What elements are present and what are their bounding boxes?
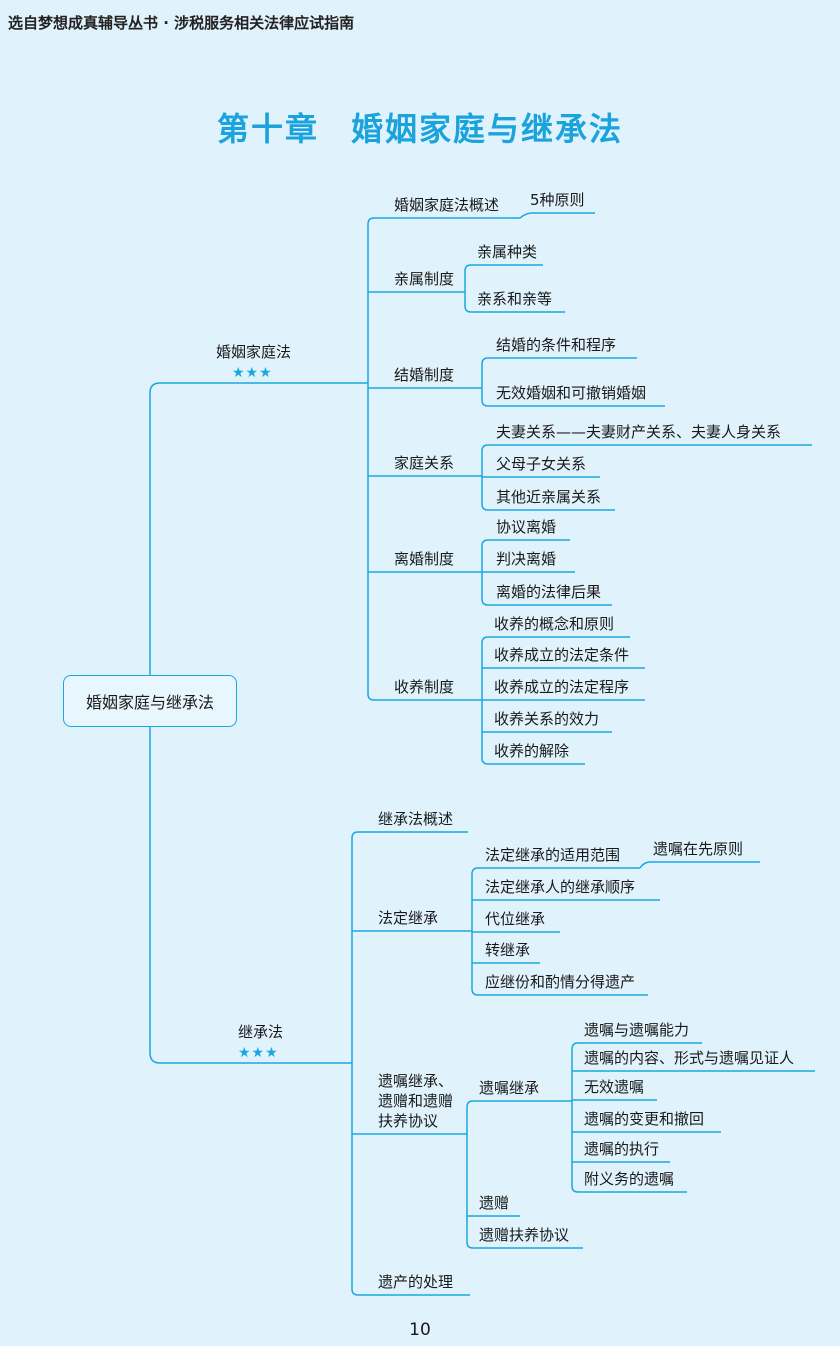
- connector-line: [351, 831, 468, 839]
- chapter-name: 婚姻家庭与继承法: [351, 110, 624, 148]
- connector-line: [571, 1185, 687, 1193]
- connector-line: [367, 217, 520, 225]
- mindmap-node: 收养成立的法定条件: [494, 646, 630, 664]
- connector-line: [481, 636, 630, 644]
- mindmap-node: 继承法概述: [378, 810, 454, 828]
- importance-stars: ★★★: [238, 1045, 279, 1061]
- mindmap-node: 夫妻关系——夫妻财产关系、夫妻人身关系: [496, 423, 782, 441]
- mindmap-node: 收养制度: [394, 678, 455, 696]
- mindmap-node: 遗嘱继承、: [378, 1072, 454, 1090]
- connector-line: [367, 693, 482, 701]
- mindmap-node: 应继份和酌情分得遗产: [485, 973, 636, 991]
- connector-line: [471, 988, 648, 996]
- root-node: 婚姻家庭与继承法: [63, 675, 237, 727]
- mindmap-node: 收养的解除: [494, 742, 570, 760]
- chapter-title: 第十章婚姻家庭与继承法: [0, 104, 840, 150]
- mindmap-node: 收养成立的法定程序: [494, 678, 630, 696]
- connector-line: [481, 539, 570, 547]
- mindmap-node: 结婚制度: [394, 366, 455, 384]
- connector-line: [149, 726, 352, 1064]
- branch-label: 继承法: [238, 1023, 284, 1041]
- mindmap-node: 家庭关系: [394, 454, 455, 472]
- mindmap-node: 附义务的遗嘱: [584, 1170, 675, 1188]
- connector-line: [464, 264, 543, 272]
- mindmap-node: 协议离婚: [496, 518, 557, 536]
- mindmap-node: 遗嘱继承: [479, 1079, 540, 1097]
- connector-line: [464, 305, 565, 313]
- mindmap-node: 遗嘱的变更和撤回: [584, 1110, 705, 1128]
- connector-line: [149, 382, 368, 675]
- connector-line: [481, 598, 612, 606]
- connector-line: [466, 1241, 583, 1249]
- mindmap-node: 转继承: [485, 941, 531, 959]
- connector-line: [639, 861, 760, 869]
- mindmap-node: 离婚制度: [394, 550, 455, 568]
- mindmap-node: 遗嘱与遗嘱能力: [584, 1021, 690, 1039]
- mindmap-node: 遗赠: [479, 1194, 510, 1212]
- connector-line: [471, 867, 640, 875]
- mindmap-node: 亲系和亲等: [477, 290, 553, 308]
- mindmap-node: 遗嘱的内容、形式与遗嘱见证人: [584, 1049, 795, 1067]
- mindmap-node: 法定继承的适用范围: [485, 846, 621, 864]
- mindmap-node: 判决离婚: [496, 550, 557, 568]
- mindmap-node: 收养关系的效力: [494, 710, 600, 728]
- connector-line: [481, 757, 585, 765]
- mindmap-node: 5种原则: [530, 191, 585, 209]
- connector-line: [481, 399, 665, 407]
- connector-line: [481, 444, 812, 452]
- mindmap-node: 遗赠和遗赠: [378, 1092, 454, 1110]
- connector-line: [466, 1100, 572, 1108]
- mindmap-node: 遗嘱的执行: [584, 1140, 660, 1158]
- mindmap-node: 收养的概念和原则: [494, 615, 615, 633]
- mindmap-node: 代位继承: [485, 910, 546, 928]
- mindmap-node: 婚姻家庭法概述: [394, 196, 500, 214]
- connector-line: [571, 1042, 702, 1050]
- mindmap-node: 扶养协议: [378, 1112, 439, 1130]
- importance-stars: ★★★: [232, 365, 273, 381]
- mindmap-node: 无效婚姻和可撤销婚姻: [496, 384, 647, 402]
- connector-line: [351, 1288, 470, 1296]
- connector-line: [481, 503, 615, 511]
- mindmap-node: 父母子女关系: [496, 455, 587, 473]
- chapter-number: 第十章: [216, 110, 319, 148]
- branch-label: 婚姻家庭法: [216, 343, 292, 361]
- book-header: 选自梦想成真辅导丛书 · 涉税服务相关法律应试指南: [8, 14, 355, 32]
- mindmap-node: 遗产的处理: [378, 1273, 454, 1291]
- mindmap-node: 遗赠扶养协议: [479, 1226, 570, 1244]
- page-number: 10: [409, 1320, 431, 1340]
- mindmap-node: 离婚的法律后果: [496, 583, 602, 601]
- mindmap-node: 法定继承人的继承顺序: [485, 878, 636, 896]
- mindmap-node: 无效遗嘱: [584, 1078, 645, 1096]
- mindmap-node: 法定继承: [378, 909, 439, 927]
- connector-line: [519, 212, 595, 219]
- mindmap-node: 遗嘱在先原则: [653, 840, 744, 858]
- connector-line: [481, 357, 637, 365]
- mindmap-node: 亲属种类: [477, 243, 538, 261]
- mindmap-node: 亲属制度: [394, 270, 455, 288]
- mindmap-node: 其他近亲属关系: [496, 488, 602, 506]
- mindmap-node: 结婚的条件和程序: [496, 336, 617, 354]
